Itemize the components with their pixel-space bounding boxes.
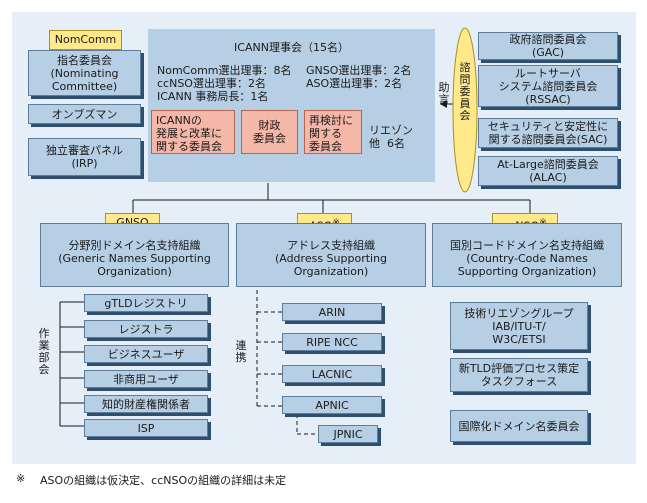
- sac-box: セキュリティと安定性に 関する諮問委員会(SAC): [478, 118, 618, 148]
- footnote-mark: ※: [16, 472, 26, 485]
- icann-board-box: [148, 29, 435, 182]
- isp-box: ISP: [84, 419, 208, 437]
- ccnso-box: 国別コードドメイン名支持組織 (Country-Code Names Suppo…: [432, 223, 622, 287]
- footnote-text: ASOの組織は仮決定、ccNSOの組織の詳細は未定: [40, 474, 287, 487]
- ripe-ncc-box: RIPE NCC: [282, 333, 382, 351]
- non-commercial-user-box: 非商用ユーザ: [84, 370, 208, 388]
- gtld-registry-box: gTLDレジストリ: [84, 294, 208, 312]
- nomcomm-label: NomComm: [49, 30, 122, 50]
- advice-label: 助言: [438, 81, 450, 106]
- business-user-box: ビジネスユーザ: [84, 345, 208, 363]
- icann-reform-committee: ICANNの 発展と改革に 関する委員会: [151, 110, 235, 154]
- board-title: ICANN理事会（15名）: [234, 41, 349, 54]
- liaison-text: リエゾン 他 6名: [369, 124, 413, 150]
- gnso-box: 分野別ドメイン名支持組織 (Generic Names Supporting O…: [40, 223, 229, 287]
- new-tld-taskforce-box: 新TLD評価プロセス策定 タスクフォース: [450, 358, 588, 392]
- apnic-box: APNIC: [282, 396, 382, 414]
- board-directors-left: NomComm選出理事：8名 ccNSO選出理事：2名 ICANN 事務局長：1…: [157, 64, 292, 103]
- alac-box: At-Large諮問委員会 (ALAC): [478, 156, 618, 186]
- registrar-box: レジストラ: [84, 320, 208, 338]
- ombudsman-box: オンブズマン: [28, 104, 141, 124]
- intellectual-property-box: 知的財産権関係者: [84, 395, 208, 413]
- reconsideration-committee: 再検討に 関する 委員会: [304, 110, 362, 154]
- jpnic-box: JPNIC: [318, 425, 378, 443]
- irp-box: 独立審査パネル (IRP): [28, 138, 141, 176]
- aso-box: アドレス支持組織 (Address Supporting Organizatio…: [236, 223, 426, 287]
- rssac-box: ルートサーバ システム諮問委員会 (RSSAC): [478, 65, 618, 107]
- advisory-committees-label: 諮問委員会: [459, 61, 471, 122]
- working-groups-label: 作業部会: [38, 327, 50, 376]
- board-directors-right: GNSO選出理事：2名 ASO選出理事：2名: [306, 64, 412, 90]
- cooperation-label: 連携: [235, 339, 247, 364]
- gac-box: 政府諮問委員会 (GAC): [478, 32, 618, 60]
- nominating-committee-box: 指名委員会 (Nominating Committee): [28, 50, 141, 96]
- lacnic-box: LACNIC: [282, 365, 382, 383]
- finance-committee: 財政 委員会: [241, 110, 298, 154]
- arin-box: ARIN: [282, 303, 382, 321]
- idn-committee-box: 国際化ドメイン名委員会: [450, 410, 588, 442]
- technical-liaison-box: 技術リエゾングループ IAB/ITU-T/ W3C/ETSI: [450, 302, 588, 350]
